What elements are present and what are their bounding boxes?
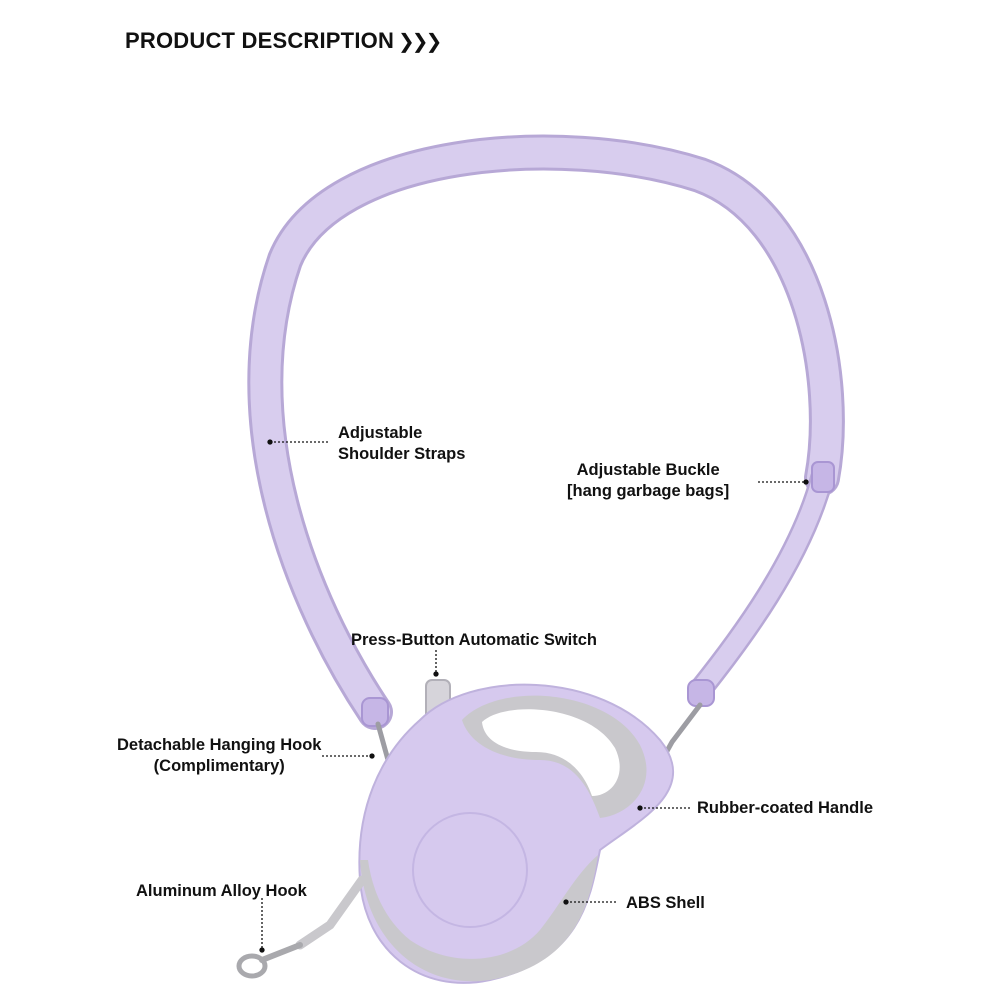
callout-shoulder-straps-line2: Shoulder Straps [338, 445, 466, 463]
leash-cord [236, 875, 367, 979]
callout-shoulder-straps: Adjustable Shoulder Straps [338, 423, 465, 465]
callout-hanging-hook: Detachable Hanging Hook (Complimentary) [117, 735, 321, 777]
callout-alloy-hook-text: Aluminum Alloy Hook [136, 882, 307, 900]
callout-lines [259, 439, 809, 953]
callout-buckle-line1: Adjustable Buckle [576, 461, 720, 479]
buckle [811, 461, 835, 493]
callout-buckle-line2: [hang garbage bags] [567, 482, 730, 500]
shoulder-strap [247, 134, 845, 730]
callout-alloy-hook: Aluminum Alloy Hook [136, 881, 307, 902]
callout-switch-text: Press-Button Automatic Switch [351, 631, 597, 649]
callout-buckle: Adjustable Buckle [hang garbage bags] [567, 460, 729, 502]
callout-hanging-hook-line1: Detachable Hanging Hook [117, 736, 322, 754]
title-text: PRODUCT DESCRIPTION [125, 28, 395, 53]
callout-handle: Rubber-coated Handle [697, 798, 873, 819]
page-title: PRODUCT DESCRIPTION ❯❯❯ [125, 28, 442, 54]
chevron-right-icon: ❯❯❯ [398, 30, 442, 53]
callout-shell: ABS Shell [626, 893, 705, 914]
callout-shoulder-straps-line1: Adjustable [338, 424, 423, 442]
callout-shell-text: ABS Shell [626, 894, 705, 912]
callout-handle-text: Rubber-coated Handle [697, 799, 874, 817]
leash-body [358, 683, 675, 984]
callout-hanging-hook-line2: (Complimentary) [153, 757, 285, 775]
callout-switch: Press-Button Automatic Switch [351, 630, 597, 651]
